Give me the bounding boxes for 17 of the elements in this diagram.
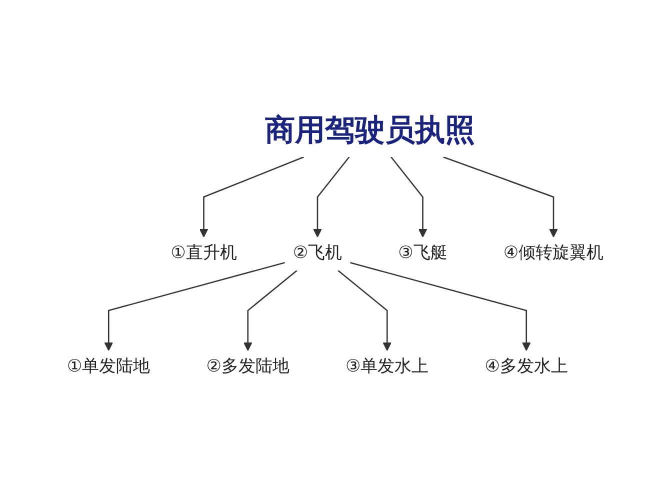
node-text: ④倾转旋翼机 xyxy=(504,243,604,263)
node-text: ②飞机 xyxy=(293,243,342,263)
arrow xyxy=(338,270,392,351)
arrow xyxy=(200,156,304,238)
node-text: ④多发水上 xyxy=(484,356,568,376)
arrow xyxy=(104,262,286,351)
arrow xyxy=(313,156,350,238)
node-text: ③单发水上 xyxy=(346,356,429,376)
arrow xyxy=(443,156,558,238)
node-text: ②多发陆地 xyxy=(206,356,290,376)
node-text: 商用驾驶员执照 xyxy=(265,113,476,148)
arrow xyxy=(350,262,531,351)
arrow xyxy=(244,270,298,351)
node-text: ③飞艇 xyxy=(398,243,448,263)
arrow xyxy=(390,156,428,238)
node-text: ①直升机 xyxy=(170,243,238,263)
node-text: ①单发陆地 xyxy=(67,356,150,376)
